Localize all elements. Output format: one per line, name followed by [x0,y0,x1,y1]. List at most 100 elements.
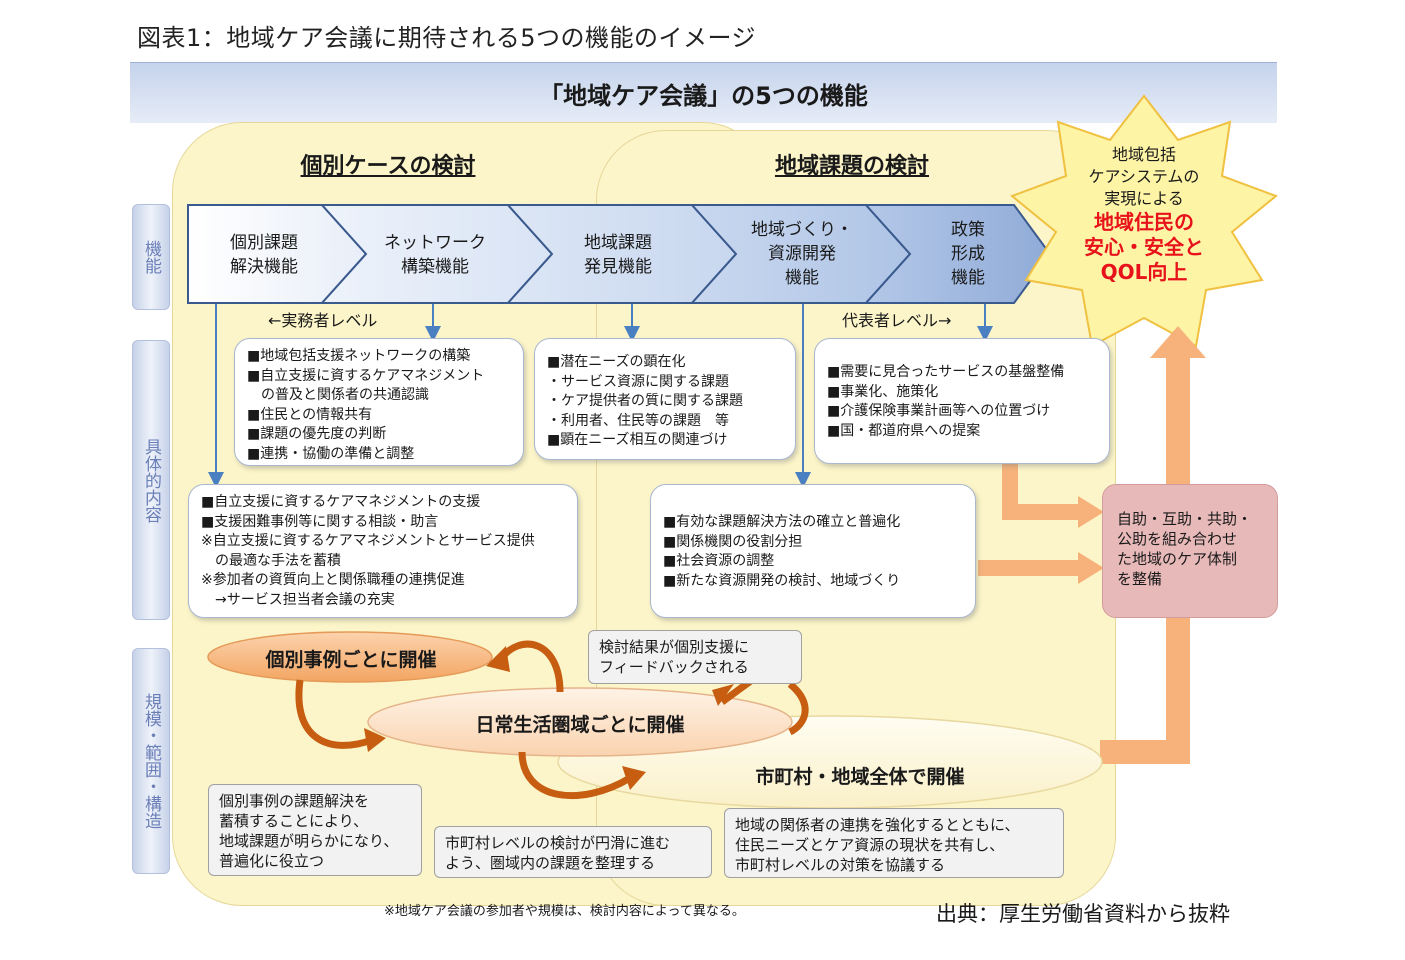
callout-organize-line: よう、圏域内の課題を整理する [445,854,656,872]
box-discovery: ■潜在ニーズの顕在化 ・サービス資源に関する課題 ・ケア提供者の質に関する課題 … [534,338,796,460]
star-highlight2: 安心・安全と [1084,235,1204,259]
callout-share-line: 住民ニーズとケア資源の現状を共有し、 [735,836,1005,854]
callout-feedback-line: 検討結果が個別支援に [599,638,750,656]
sidebar-function: 機能 [132,204,170,310]
box-discovery-item: ■顕在ニーズ相互の関連づけ [547,432,728,448]
callout-share-line: 市町村レベルの対策を協議する [735,856,946,874]
box-individual-item: ※参加者の資質向上と関係職種の連携促進 [201,572,465,588]
sidebar-content-label: 具体的内容 [141,437,161,523]
function-3-line2: 発見機能 [584,257,652,277]
ellipse-city-label: 市町村・地域全体で開催 [755,766,965,788]
footnote: ※地域ケア会議の参加者や規模は、検討内容によって異なる。 [384,904,745,919]
box-network-item: ■自立支援に資するケアマネジメント [247,367,485,384]
figure-title: 図表1：地域ケア会議に期待される5つの機能のイメージ [137,24,757,52]
box-resource: ■有効な課題解決方法の確立と普遍化 ■関係機関の役割分担 ■社会資源の調整 ■新… [650,484,976,618]
cycle-arrow-down-left [295,679,374,749]
callout-organize-line: 市町村レベルの検討が円滑に進む [445,834,671,852]
function-label-2: ネットワーク構築機能 [370,220,500,290]
function-5-line1: 政策 [951,220,985,240]
box-individual: ■自立支援に資するケアマネジメントの支援 ■支援困難事例等に関する相談・助言 ※… [188,484,578,618]
box-care-system: 自助・互助・共助・ 公助を組み合わせ た地域のケア体制 を整備 [1102,484,1278,618]
star-text: 地域包括 ケアシステムの 実現による 地域住民の 安心・安全と QOL向上 [1066,144,1222,285]
orange-arrowhead-1 [1078,496,1104,528]
callout-organize: 市町村レベルの検討が円滑に進む よう、圏域内の課題を整理する [434,826,712,878]
section-title-individual: 個別ケースの検討 [300,154,476,179]
ellipse-daily [367,687,793,757]
callout-share-line: 地域の関係者の連携を強化するとともに、 [735,816,1020,834]
sidebar-content: 具体的内容 [132,340,170,620]
box-policy-item: ■需要に見合ったサービスの基盤整備 [827,364,1065,380]
function-label-4: 地域づくり・資源開発機能 [740,212,864,296]
box-network-item: ■課題の優先度の判断 [247,426,387,442]
box-network-item: ■住民との情報共有 [247,406,373,423]
box-discovery-item: ・利用者、住民等の課題 等 [547,412,729,429]
ellipse-daily-label: 日常生活圏域ごとに開催 [475,714,685,736]
callout-accumulate-line: 個別事例の課題解決を [219,792,370,810]
representative-level-label: 代表者レベル→ [842,311,952,330]
box-individual-item: ■支援困難事例等に関する相談・助言 [201,513,439,530]
box-policy-item: ■事業化、施策化 [827,383,939,400]
header-band [130,62,1277,123]
function-3-line1: 地域課題 [584,233,652,253]
box-network-item: ■地域包括支援ネットワークの構築 [247,348,471,364]
function-1-line1: 個別課題 [230,233,298,253]
box-discovery-item: ・サービス資源に関する課題 [547,373,729,390]
callout-accumulate-line: 普遍化に役立つ [219,852,325,870]
box-policy: ■需要に見合ったサービスの基盤整備 ■事業化、施策化 ■介護保険事業計画等への位… [814,338,1110,464]
pink-line: 自助・互助・共助・ [1117,510,1253,528]
callout-share: 地域の関係者の連携を強化するとともに、 住民ニーズとケア資源の現状を共有し、 市… [724,808,1064,878]
orange-arrow-to-pink-top [1002,462,1082,520]
callout-feedback: 検討結果が個別支援に フィードバックされる [588,630,802,684]
box-policy-item: ■介護保険事業計画等への位置づけ [827,403,1051,419]
function-label-3: 地域課題発見機能 [556,220,680,290]
ellipse-case [207,631,493,683]
callout-accumulate: 個別事例の課題解決を 蓄積することにより、 地域課題が明らかになり、 普遍化に役… [208,784,422,876]
source-credit: 出典：厚生労働省資料から抜粋 [936,902,1230,926]
cycle-arrow-right-down [787,681,809,736]
function-4-line3: 機能 [785,268,819,288]
box-individual-item: の最適な手法を蓄積 [201,552,341,569]
practitioner-level-label: ←実務者レベル [268,311,378,330]
function-5-line3: 機能 [951,268,985,288]
cycle-arrow-bottom [518,751,632,800]
chevron-5 [863,204,1052,304]
star-line2: ケアシステムの [1088,167,1200,186]
star-highlight3: QOL向上 [1100,260,1188,284]
function-label-1: 個別課題解決機能 [206,220,322,290]
box-discovery-item: ■潜在ニーズの顕在化 [547,354,686,370]
section-title-regional: 地域課題の検討 [774,154,929,179]
star-shape [1010,94,1278,348]
box-policy-item: ■国・都道府県への提案 [827,422,981,439]
sidebar-scale-label: 規模・範囲・構造 [141,693,161,829]
function-2-line1: ネットワーク [384,233,486,253]
pink-line: を整備 [1117,570,1163,588]
star-line1: 地域包括 [1111,145,1176,164]
function-label-5: 政策形成機能 [918,212,1018,296]
box-resource-item: ■社会資源の調整 [663,553,775,569]
cycle-arrowhead-3 [712,684,734,706]
callout-feedback-line: フィードバックされる [599,658,749,676]
function-5-line2: 形成 [951,244,985,264]
function-4-line1: 地域づくり・ [751,220,853,240]
cycle-arrowhead-2 [364,728,386,752]
orange-arrowhead-2 [1078,552,1104,584]
box-individual-item: ■自立支援に資するケアマネジメントの支援 [201,494,481,510]
box-discovery-item: ・ケア提供者の質に関する課題 [547,393,743,409]
star-highlight1: 地域住民の [1094,210,1194,234]
function-4-line2: 資源開発 [768,244,836,264]
sidebar-function-label: 機能 [141,240,161,274]
callout-accumulate-line: 地域課題が明らかになり、 [219,832,399,850]
box-resource-item: ■新たな資源開発の検討、地域づくり [663,572,901,589]
star-line3: 実現による [1104,189,1184,208]
ellipse-case-label: 個別事例ごとに開催 [265,649,437,671]
box-resource-item: ■有効な課題解決方法の確立と普遍化 [663,514,901,530]
cycle-arrow-up-left [497,640,564,693]
pink-line: た地域のケア体制 [1117,550,1238,568]
box-network-item: の普及と関係者の共通認識 [247,387,429,403]
box-individual-item: →サービス担当者会議の充実 [201,591,395,608]
orange-arrowhead-up [1150,326,1206,358]
box-resource-item: ■関係機関の役割分担 [663,533,803,550]
callout-accumulate-line: 蓄積することにより、 [219,812,369,830]
box-individual-item: ※自立支援に資するケアマネジメントとサービス提供 [201,533,535,549]
